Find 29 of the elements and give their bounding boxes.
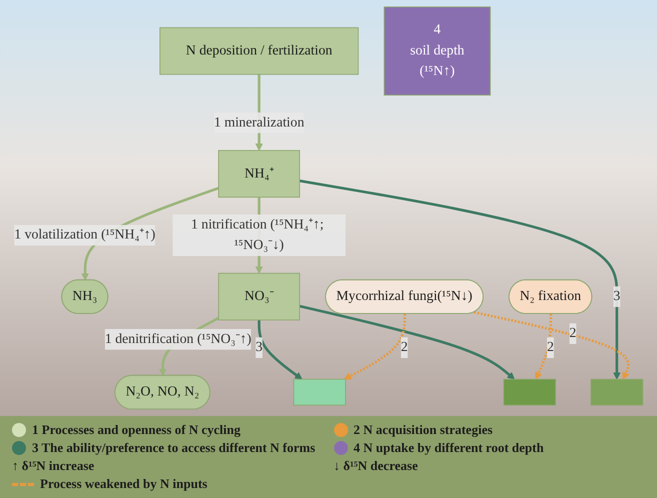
node-box: NH₄⁺ <box>218 150 300 198</box>
edge-label: 3 <box>256 340 263 355</box>
edge-label: 1 mineralization <box>214 115 304 130</box>
edge-label: 2 <box>400 340 408 355</box>
arrow <box>344 314 406 380</box>
legend-text: 1 Processes and openness of N cycling <box>32 422 240 438</box>
legend-text: 4 N uptake by different root depth <box>354 440 544 456</box>
node-box <box>293 378 346 406</box>
legend-text: 2 N acquisition strategies <box>354 422 493 438</box>
arrow <box>299 304 515 380</box>
node-box: N deposition / fertilization <box>160 27 359 75</box>
edge-label: 1 volatilization (¹⁵NH₄⁺↑) <box>14 227 156 242</box>
legend-text: Process weakened by N inputs <box>40 476 208 492</box>
arrow <box>474 310 630 380</box>
edge-label: 1 nitrification (¹⁵NH₄⁺↑; ¹⁵NO₃⁻↓) <box>191 217 324 253</box>
edge-label: 3 <box>613 288 620 304</box>
arrow <box>535 314 552 380</box>
node-box: 4 soil depth (¹⁵N↑) <box>384 6 491 96</box>
node-box: NO₃⁻ <box>218 272 300 320</box>
edge-label: 2 <box>546 340 554 355</box>
arrow <box>299 180 621 380</box>
edge-label: 2 <box>569 326 576 341</box>
node-box <box>503 378 556 406</box>
edge-label: 1 denitrification (¹⁵NO₃⁻↑) <box>104 332 252 346</box>
legend-text: ↓ δ¹⁵N decrease <box>334 458 418 474</box>
node-box <box>590 378 644 406</box>
legend-text: 3 The ability/preference to access different N forms <box>32 440 316 456</box>
arrow <box>258 320 302 380</box>
legend-text: ↑ δ¹⁵N increase <box>12 458 94 474</box>
